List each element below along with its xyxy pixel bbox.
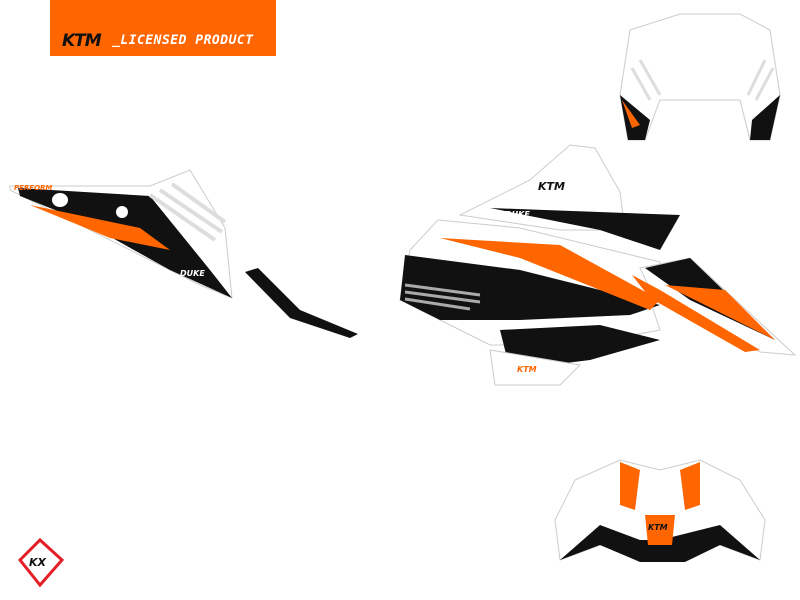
licensed-product-banner: KTM _LICENSED PRODUCT [50,0,276,56]
perform-text-small: PERFORM [14,184,52,192]
ktm-logo: KTM [62,31,102,51]
radiator-scoop-decal [632,257,797,356]
kx-logo-text: KX [29,556,47,569]
ktm-tank-logo: KTM [538,180,565,193]
tank-shroud-decal: KTM PERFORM KTM DUKE [399,144,680,386]
nose-fairing-decal: KTM [554,459,766,562]
front-fork-decal [619,13,781,141]
seat-strip-decal [245,268,358,338]
tail-side-decal: PERFORM DUKE [9,169,233,299]
licensed-product-text: _LICENSED PRODUCT [112,33,254,48]
ktm-nose-logo: KTM [648,523,668,532]
ktm-perform-logo: KTM [517,365,537,374]
kx-maker-logo: KX [17,537,65,588]
duke-tank-text: DUKE [505,210,530,219]
perform-text: PERFORM [509,340,564,351]
duke-text-small: DUKE [180,269,205,278]
